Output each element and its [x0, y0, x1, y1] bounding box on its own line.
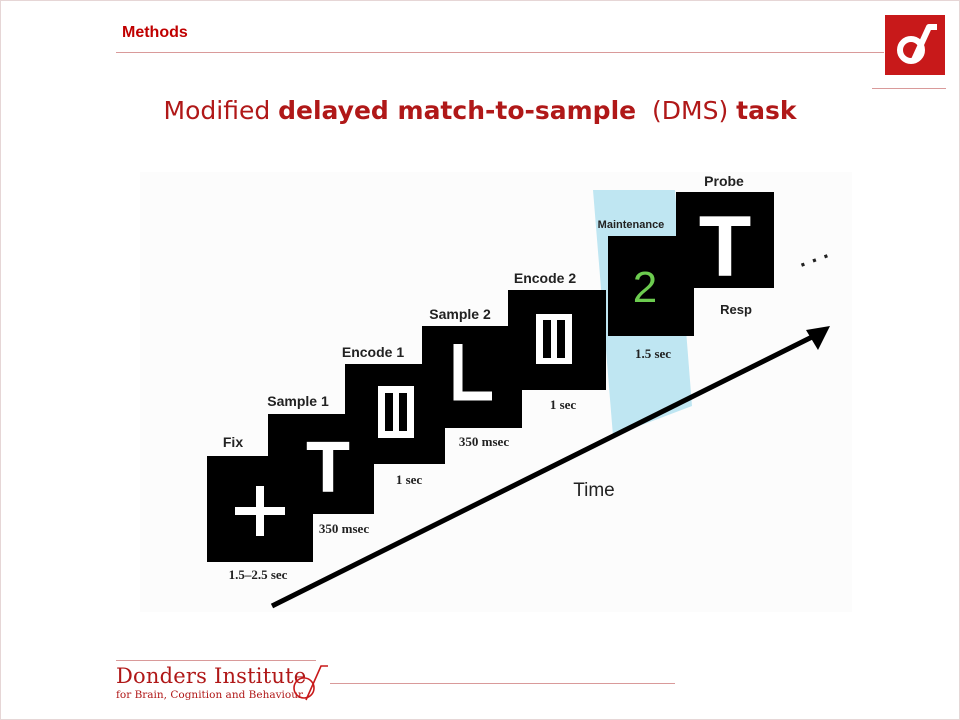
footer-divider: [330, 683, 675, 684]
fix-label: Fix: [223, 434, 243, 450]
probe-response: Resp: [720, 302, 752, 317]
footer-brand: Donders Institute for Brain, Cognition a…: [116, 664, 306, 701]
sample-1-stimulus: T: [306, 428, 350, 508]
encode-1-stimulus-frame: [378, 386, 414, 438]
title-part-3: (DMS): [636, 96, 737, 125]
footer-logo-icon: [293, 665, 328, 701]
donders-logo-icon: [897, 24, 937, 64]
donders-logo: [885, 15, 945, 75]
sample-1-duration: 350 msec: [319, 521, 369, 536]
maintenance-duration: 1.5 sec: [635, 346, 671, 361]
footer-institute-name: Donders Institute: [116, 664, 307, 688]
footer-top-rule: [116, 660, 316, 661]
encode-2-bar-left: [543, 320, 551, 358]
sample-2-duration: 350 msec: [459, 434, 509, 449]
encode-1-duration: 1 sec: [396, 472, 423, 487]
maintenance-label: Maintenance: [598, 219, 665, 231]
encode-2-stimulus-frame: [536, 314, 572, 364]
time-axis-label: Time: [573, 480, 615, 501]
probe-stimulus: T: [699, 199, 752, 295]
encode-1-bar-right: [399, 393, 407, 431]
maintenance-stimulus: 2: [633, 263, 657, 312]
title-part-2: delayed match-to-sample: [278, 96, 637, 125]
continuation-dots: . . .: [794, 238, 831, 272]
encode-1-label: Encode 1: [342, 344, 404, 360]
sample-1-label: Sample 1: [267, 393, 329, 409]
header-divider: [116, 52, 884, 53]
sample-2-stimulus: [453, 344, 492, 401]
probe-label: Probe: [704, 173, 744, 189]
footer-institute-subtitle: for Brain, Cognition and Behaviour: [116, 689, 303, 701]
encode-2-bar-right: [557, 320, 565, 358]
sample-2-label: Sample 2: [429, 306, 491, 322]
time-arrow-head: [806, 326, 830, 350]
fixation-cross-vertical: [256, 486, 264, 536]
slide-title: Modified delayed match-to-sample (DMS) t…: [0, 96, 960, 125]
title-part-1: Modified: [163, 96, 279, 125]
encode-2-duration: 1 sec: [550, 397, 577, 412]
logo-divider: [872, 88, 946, 89]
encode-2-label: Encode 2: [514, 270, 576, 286]
fix-duration: 1.5–2.5 sec: [229, 567, 288, 582]
title-part-4: task: [736, 96, 797, 125]
encode-1-bar-left: [385, 393, 393, 431]
maintenance-panel: [608, 236, 694, 336]
section-label: Methods: [122, 24, 188, 41]
time-arrow-line: [270, 331, 820, 609]
